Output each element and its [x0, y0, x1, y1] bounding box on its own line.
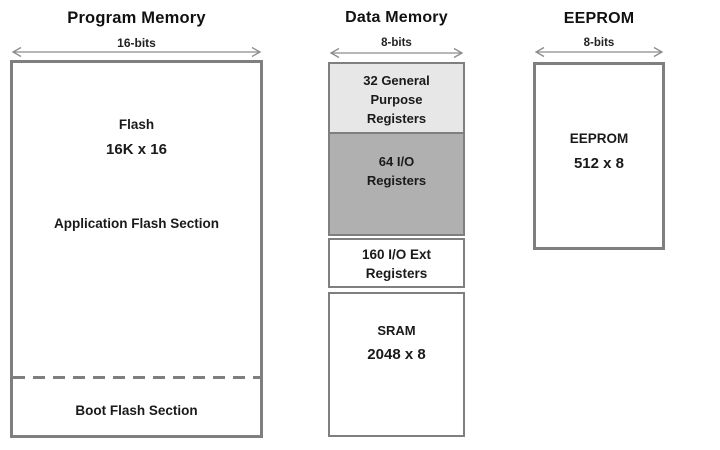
eeprom-title: EEPROM: [563, 10, 635, 27]
flash-size-label: 16K x 16: [106, 141, 167, 158]
io-registers-section: 64 I/O Registers: [330, 134, 463, 234]
eeprom-size-label: 512 x 8: [573, 155, 625, 172]
boot-section-dashed-divider: [13, 376, 260, 379]
data-memory-bus-width-label: 8-bits: [381, 37, 412, 49]
data-memory-title: Data Memory: [345, 9, 448, 26]
sram-box: SRAM 2048 x 8: [328, 292, 465, 437]
data-memory-width-arrow: [329, 47, 464, 59]
register-section-divider: [330, 132, 463, 134]
program-memory-width-arrow: [11, 46, 262, 58]
eeprom-label: EEPROM: [569, 131, 629, 146]
program-memory-bus-width-label: 16-bits: [117, 36, 156, 50]
eeprom-box: EEPROM 512 x 8: [533, 62, 665, 250]
sram-size-label: 2048 x 8: [367, 346, 426, 363]
program-memory-title: Program Memory: [67, 9, 206, 27]
eeprom-width-arrow: [534, 46, 664, 58]
sram-label: SRAM: [377, 323, 416, 338]
general-purpose-registers-section: 32 General Purpose Registers: [330, 64, 463, 132]
io-ext-registers-label: 160 I/O Ext Registers: [361, 247, 432, 281]
program-memory-box: Flash 16K x 16 Application Flash Section…: [10, 60, 263, 438]
boot-flash-section-label: Boot Flash Section: [75, 403, 198, 418]
application-flash-section-label: Application Flash Section: [53, 216, 220, 231]
flash-label: Flash: [118, 117, 155, 132]
io-ext-registers-box: 160 I/O Ext Registers: [328, 238, 465, 288]
eeprom-bus-width-label: 8-bits: [583, 37, 615, 49]
register-file-box: 32 General Purpose Registers 64 I/O Regi…: [328, 62, 465, 236]
